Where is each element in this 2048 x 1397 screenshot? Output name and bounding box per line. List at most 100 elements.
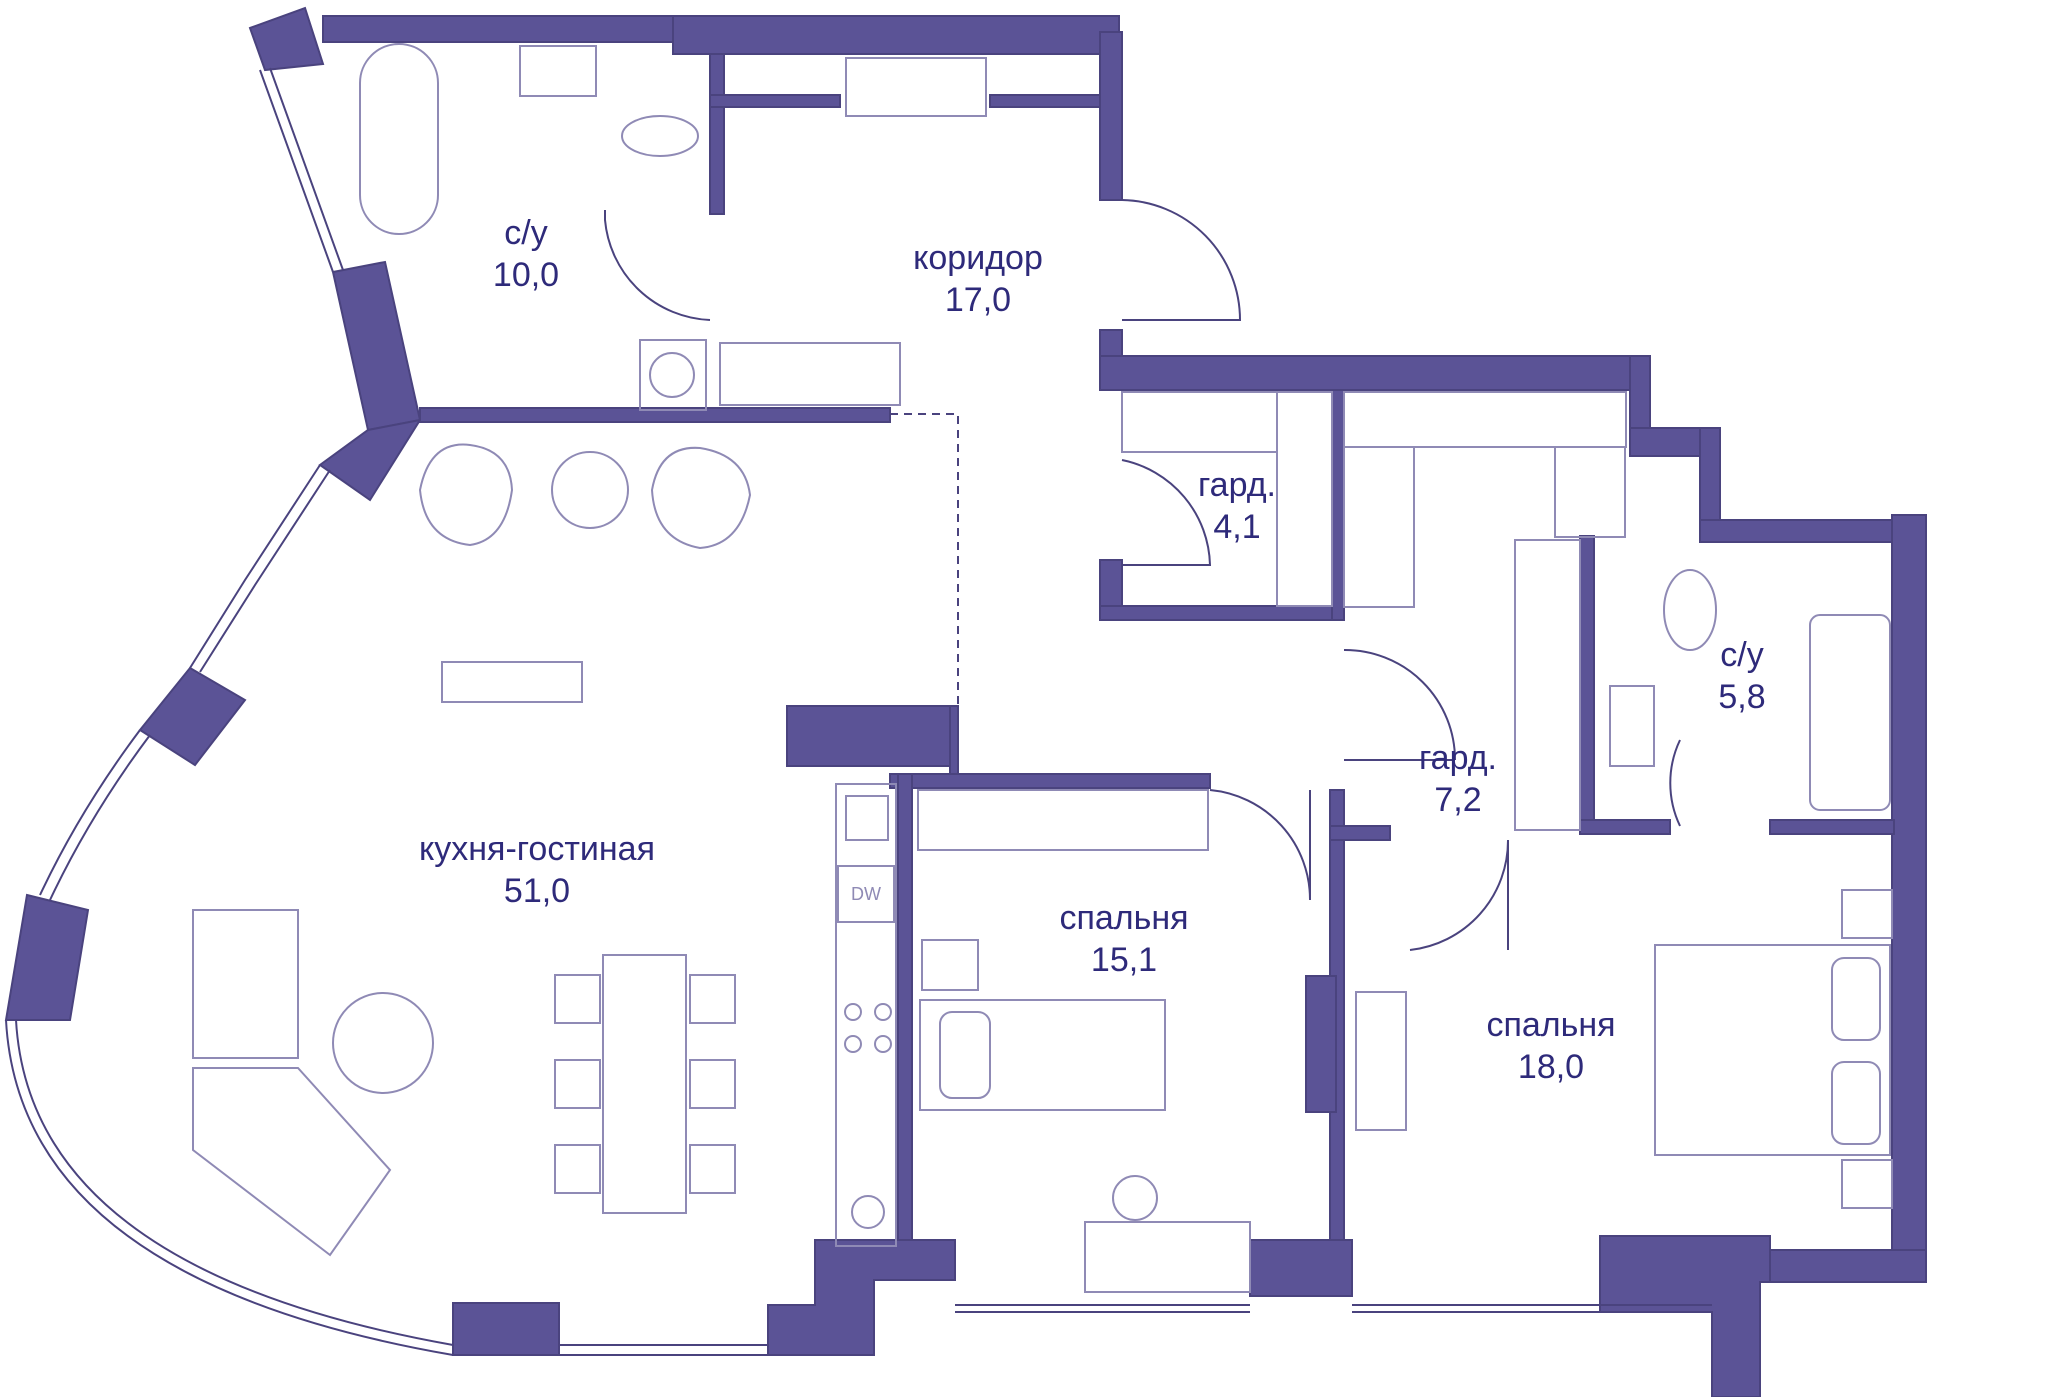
wall-left-block-b — [4, 893, 90, 1021]
wardrobe-g2-top — [1343, 391, 1627, 448]
room-area: 10,0 — [492, 256, 560, 294]
nightstand-2a — [1841, 889, 1893, 939]
wall-partition-b — [709, 94, 841, 108]
sofa — [192, 909, 299, 1059]
wall-bottom-mid-block — [1249, 1239, 1353, 1297]
room-area: 51,0 — [503, 872, 571, 910]
wall-wardrobe1-bottom — [1099, 605, 1341, 621]
facade-bottom-glass-2 — [955, 1304, 1250, 1313]
hob-1 — [844, 1003, 862, 1021]
hob-2 — [874, 1003, 892, 1021]
room-area: 5,8 — [1718, 678, 1766, 716]
wardrobe-g2-left — [1343, 446, 1415, 608]
kitchen-sink — [845, 795, 889, 841]
bathtub-2 — [1809, 614, 1891, 811]
room-area: 15,1 — [1090, 941, 1158, 979]
coffee-table — [332, 992, 434, 1094]
walls — [4, 6, 1927, 1397]
dishwasher — [837, 865, 895, 923]
room-name: кухня-гостиная — [419, 830, 655, 868]
pillow-2a — [1831, 957, 1881, 1041]
wall-top-1 — [322, 15, 674, 43]
sofa-corner — [192, 1067, 392, 1257]
room-name: гард. — [1198, 466, 1276, 504]
washer — [639, 339, 707, 411]
chair-l2 — [554, 1059, 601, 1109]
fridge-icon — [851, 1195, 885, 1229]
chair-r2 — [689, 1059, 736, 1109]
door-bath2 — [1669, 739, 1681, 827]
bathtub-1 — [359, 43, 439, 235]
room-name: с/у — [1720, 636, 1764, 674]
room-name: спальня — [1059, 899, 1189, 937]
room-label-kitchen-living: кухня-гостиная 51,0 — [419, 828, 655, 912]
furniture — [192, 43, 1893, 1293]
dishwasher-label: DW — [851, 884, 881, 904]
wall-mid-horizontal — [889, 773, 1211, 789]
wall-top-2 — [672, 15, 1120, 55]
hob-3 — [844, 1035, 862, 1053]
desk — [1084, 1221, 1251, 1293]
room-label-corridor: коридор 17,0 — [913, 237, 1043, 321]
door-corridor — [1121, 199, 1242, 321]
room-name: спальня — [1486, 1006, 1616, 1044]
nightstand-1 — [921, 939, 979, 991]
toilet-1 — [621, 115, 699, 157]
wall-right-bottom — [1769, 1249, 1927, 1283]
wardrobe-g1-a — [1121, 391, 1278, 453]
room-label-wardrobe-1: гард. 4,1 — [1198, 464, 1276, 548]
hob-4 — [874, 1035, 892, 1053]
room-label-bedroom-2: спальня 18,0 — [1486, 1004, 1615, 1088]
room-name: коридор — [913, 239, 1043, 277]
sink-2 — [1609, 685, 1655, 767]
wall-right-step3 — [1699, 427, 1721, 529]
wall-kitchen-right — [897, 773, 913, 1241]
room-name: с/у — [504, 214, 548, 252]
wall-wardrobe1-top — [1099, 355, 1651, 391]
room-label-bath-1: с/у 10,0 — [493, 212, 559, 296]
toilet-2 — [1663, 569, 1717, 651]
door-wardrobe2 — [1343, 648, 1456, 761]
bed-single — [919, 999, 1166, 1111]
sink-1 — [519, 45, 597, 97]
wall-bath2-bottom — [1579, 819, 1671, 835]
wall-wardrobe1-divider — [1331, 389, 1345, 621]
wardrobe-g2-lower — [1514, 539, 1581, 831]
wall-left-block-a — [138, 666, 247, 767]
wall-top-left-corner — [248, 6, 325, 72]
wardrobe-bath1 — [719, 342, 901, 406]
bed-double — [1654, 944, 1891, 1156]
chair-l1 — [554, 974, 601, 1024]
chair-r1 — [689, 974, 736, 1024]
door-bedroom2 — [1409, 839, 1510, 951]
facade-curve-bottom — [5, 1019, 454, 1356]
wardrobe-g2-right — [1554, 446, 1626, 538]
facade-glass-upper — [259, 67, 344, 273]
wall-right-outer — [1891, 514, 1927, 1254]
room-area: 17,0 — [944, 281, 1012, 319]
wardrobe-top — [845, 57, 987, 117]
armchair-1 — [418, 443, 514, 547]
wall-bedroom-top-right — [1329, 825, 1391, 841]
wall-island-block — [786, 705, 958, 767]
wall-diagonal-corner — [318, 418, 423, 502]
facade-bottom-glass-3 — [1352, 1304, 1712, 1313]
wall-bath2-left — [1579, 535, 1595, 827]
wall-right-top — [1699, 519, 1921, 543]
armchair-2 — [650, 446, 752, 550]
desk-chair — [1112, 1175, 1158, 1221]
facade-glass-lower — [39, 729, 151, 901]
wall-bath2-bottom-r — [1769, 819, 1895, 835]
room-label-bedroom-1: спальня 15,1 — [1059, 897, 1188, 981]
washer-drum — [649, 352, 695, 398]
room-area: 7,2 — [1434, 781, 1482, 819]
wardrobe-bedroom1 — [917, 789, 1209, 851]
room-area: 18,0 — [1517, 1048, 1585, 1086]
chair-r3 — [689, 1144, 736, 1194]
wall-diagonal-upper — [331, 260, 422, 432]
pillow-1 — [939, 1011, 991, 1099]
room-label-wardrobe-2: гард. 7,2 — [1419, 737, 1497, 821]
pillow-2b — [1831, 1061, 1881, 1145]
kitchen-counter — [835, 783, 897, 1247]
